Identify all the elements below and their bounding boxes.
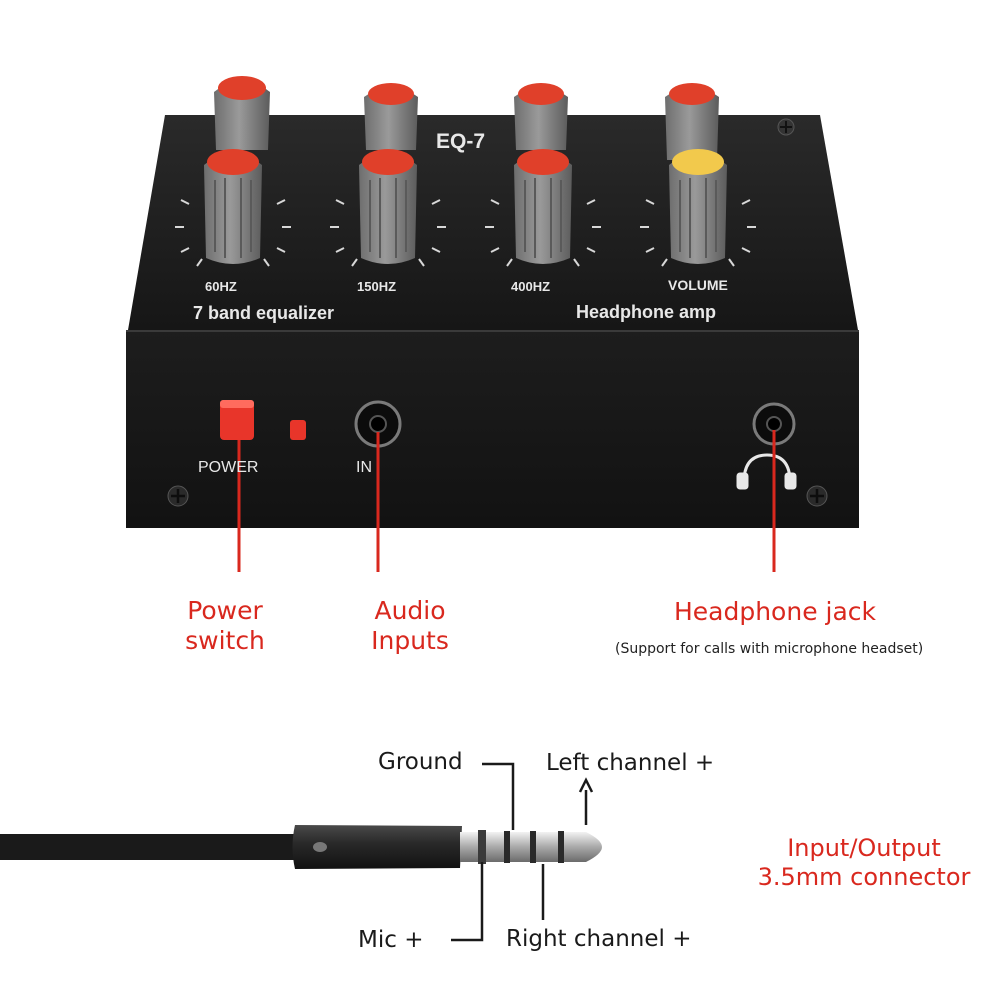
pin-label-mic: Mic + (358, 927, 424, 953)
section-label-headphone-amp: Headphone amp (576, 302, 717, 322)
callout-audio-line2: Inputs (371, 626, 449, 655)
knob-label-400hz: 400HZ (511, 279, 551, 294)
callout-power-line2: switch (185, 626, 265, 655)
knob-label-150hz: 150HZ (357, 279, 397, 294)
eq-knob-60hz[interactable] (204, 149, 262, 264)
trrs-plug (292, 825, 602, 869)
eq-knob-150hz[interactable] (359, 149, 417, 264)
eq-knob[interactable] (665, 83, 719, 160)
power-switch[interactable] (220, 400, 254, 440)
pin-label-right-channel: Right channel + (506, 926, 692, 952)
callout-power-line1: Power (187, 596, 263, 625)
eq-knob[interactable] (364, 83, 418, 150)
screw-icon (777, 118, 795, 136)
section-label-equalizer: 7 band equalizer (193, 303, 335, 323)
eq-knob[interactable] (514, 83, 568, 150)
connector-title-line2: 3.5mm connector (757, 862, 971, 891)
model-label: EQ-7 (436, 130, 486, 153)
connector-title: Input/Output 3.5mm connector (748, 834, 980, 892)
connector-title-line1: Input/Output (787, 834, 941, 862)
eq-knob-400hz[interactable] (514, 149, 572, 264)
audio-input-jack[interactable] (354, 400, 402, 448)
callout-power-switch: Power switch (170, 596, 280, 656)
callout-headphone-jack: Headphone jack (673, 597, 877, 626)
callout-audio-inputs: Audio Inputs (355, 596, 465, 656)
input-label: IN (356, 459, 372, 476)
pin-leader-lines (451, 762, 588, 942)
headphone-jack[interactable] (752, 402, 796, 446)
pin-label-left-channel: Left channel + (546, 750, 715, 776)
power-label: POWER (198, 459, 259, 476)
pin-label-ground: Ground (378, 749, 463, 775)
knob-label-volume: VOLUME (668, 277, 728, 293)
headphone-note: (Support for calls with microphone heads… (615, 641, 924, 657)
screw-icon (806, 485, 828, 507)
knob-scale-ticks (175, 199, 756, 267)
knob-label-60hz: 60HZ (205, 279, 237, 294)
power-led (290, 420, 306, 440)
screw-icon (167, 485, 189, 507)
volume-knob[interactable] (669, 149, 727, 264)
eq-knob[interactable] (214, 76, 270, 150)
headphone-icon (736, 453, 797, 490)
callout-audio-line1: Audio (374, 596, 446, 625)
